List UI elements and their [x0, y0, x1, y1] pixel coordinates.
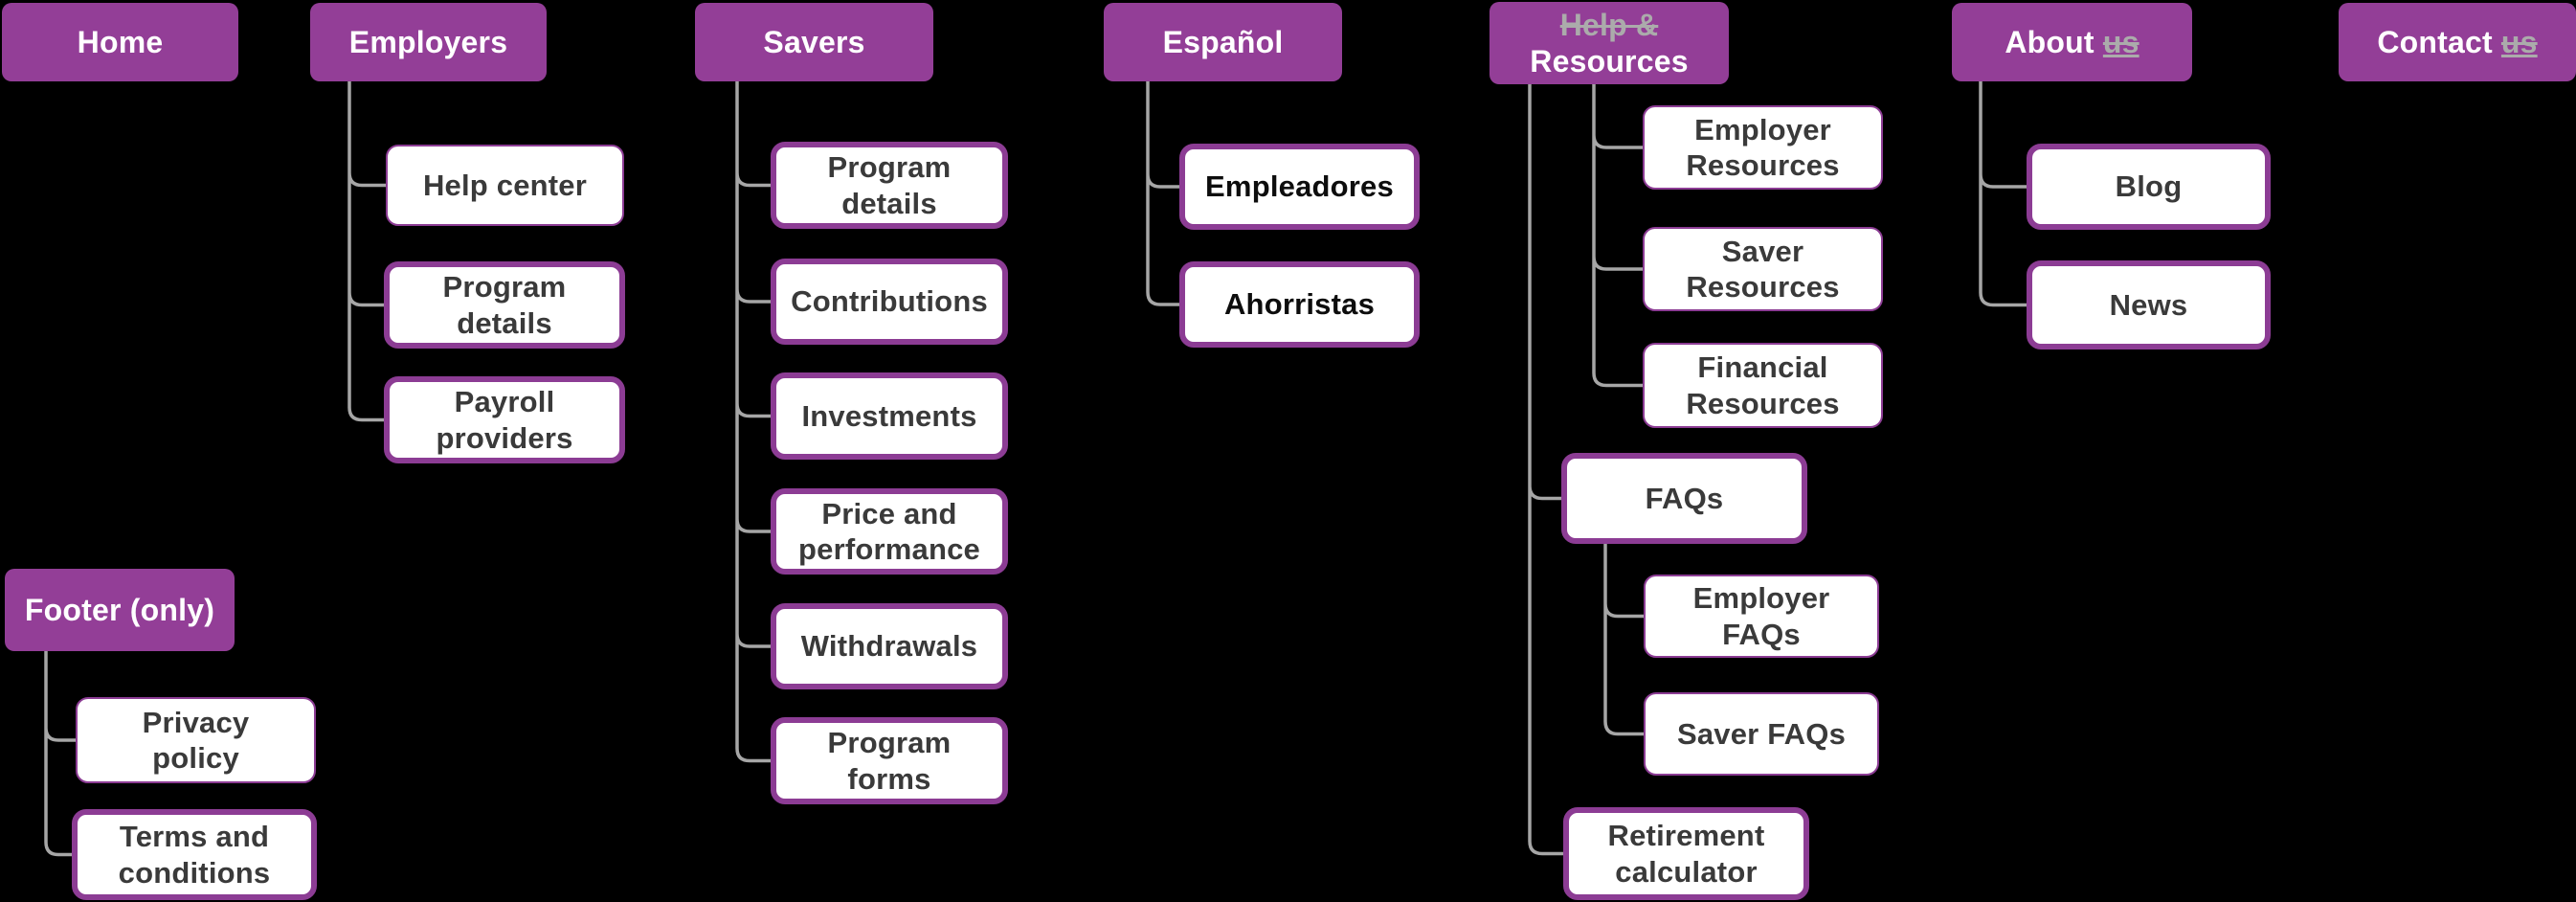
label-segment: Retirement calculator	[1607, 819, 1765, 889]
node-label-ahorristas: Ahorristas	[1224, 286, 1375, 322]
node-label-employers: Employers	[349, 24, 507, 60]
label-segment: Investments	[801, 398, 977, 433]
node-program-details-savers[interactable]: Program details	[771, 142, 1008, 229]
label-segment: Employer Resources	[1686, 112, 1840, 182]
node-label-employer-resources: Employer Resources	[1662, 112, 1864, 183]
label-segment: Contact	[2377, 24, 2501, 59]
label-segment-struck: us	[2500, 24, 2538, 59]
node-employers[interactable]: Employers	[310, 3, 547, 81]
label-segment: Program details	[442, 270, 567, 340]
label-segment: Empleadores	[1205, 169, 1394, 204]
node-label-employer-faqs: Employer FAQs	[1663, 580, 1860, 651]
node-label-contributions: Contributions	[791, 283, 988, 319]
node-withdrawals[interactable]: Withdrawals	[771, 603, 1008, 689]
node-employer-resources[interactable]: Employer Resources	[1643, 105, 1883, 190]
label-segment: Blog	[2115, 169, 2183, 204]
node-label-about: About us	[2005, 24, 2139, 60]
node-label-program-details-savers: Program details	[794, 149, 985, 220]
node-financial-resources[interactable]: Financial Resources	[1643, 343, 1883, 428]
node-label-price-performance: Price and performance	[794, 496, 985, 567]
node-label-contact: Contact us	[2377, 24, 2537, 60]
node-about[interactable]: About us	[1952, 3, 2192, 81]
node-footer[interactable]: Footer (only)	[5, 569, 235, 651]
node-label-savers: Savers	[763, 24, 864, 60]
label-segment: FAQs	[1645, 481, 1724, 515]
node-employer-faqs[interactable]: Employer FAQs	[1644, 575, 1879, 658]
node-label-financial-resources: Financial Resources	[1662, 350, 1864, 420]
label-segment: Terms and conditions	[118, 820, 271, 890]
label-segment: Privacy policy	[142, 705, 250, 775]
node-privacy-policy[interactable]: Privacy policy	[76, 697, 316, 783]
node-label-withdrawals: Withdrawals	[801, 628, 978, 664]
node-label-empleadores: Empleadores	[1205, 169, 1394, 204]
node-terms-conditions[interactable]: Terms and conditions	[72, 809, 317, 900]
label-segment: Employers	[348, 24, 508, 59]
node-empleadores[interactable]: Empleadores	[1179, 144, 1420, 230]
label-segment: Saver FAQs	[1676, 716, 1847, 751]
node-label-payroll-providers: Payroll providers	[407, 384, 602, 455]
label-segment: Help center	[422, 168, 588, 202]
label-segment: Español	[1162, 24, 1284, 59]
label-segment: Resources	[1530, 44, 1689, 79]
node-help-resources[interactable]: Help & Resources	[1490, 2, 1729, 84]
label-segment: Withdrawals	[800, 629, 978, 664]
node-home[interactable]: Home	[2, 3, 238, 81]
label-segment: Ahorristas	[1223, 287, 1376, 322]
node-label-privacy-policy: Privacy policy	[95, 705, 297, 776]
label-segment: Saver Resources	[1686, 234, 1840, 304]
node-label-saver-resources: Saver Resources	[1662, 234, 1864, 304]
label-segment-struck: Help &	[1559, 7, 1659, 42]
node-contributions[interactable]: Contributions	[771, 259, 1008, 345]
node-label-retirement-calculator: Retirement calculator	[1586, 818, 1786, 889]
label-segment: Footer (only)	[24, 592, 215, 627]
label-segment: Employer FAQs	[1692, 581, 1830, 651]
node-saver-faqs[interactable]: Saver FAQs	[1644, 692, 1879, 776]
label-segment: Savers	[763, 24, 865, 59]
label-segment: Payroll providers	[436, 385, 573, 455]
node-saver-resources[interactable]: Saver Resources	[1643, 227, 1883, 311]
node-label-home: Home	[78, 24, 164, 60]
node-investments[interactable]: Investments	[771, 372, 1008, 460]
node-label-espanol: Español	[1163, 24, 1284, 60]
label-segment: About	[2005, 24, 2103, 59]
node-label-saver-faqs: Saver FAQs	[1677, 716, 1846, 752]
node-program-forms[interactable]: Program forms	[771, 717, 1008, 804]
label-segment: Home	[77, 24, 164, 59]
label-segment: Program forms	[827, 726, 952, 796]
label-segment-struck: us	[2102, 24, 2139, 59]
node-savers[interactable]: Savers	[695, 3, 933, 81]
node-label-blog: Blog	[2116, 169, 2183, 204]
label-segment: News	[2109, 287, 2188, 322]
node-label-program-forms: Program forms	[794, 725, 985, 796]
node-retirement-calculator[interactable]: Retirement calculator	[1563, 807, 1809, 900]
label-segment: Price and performance	[798, 496, 980, 566]
node-ahorristas[interactable]: Ahorristas	[1179, 261, 1420, 348]
node-label-help-resources: Help & Resources	[1499, 7, 1719, 80]
node-program-details-employers[interactable]: Program details	[384, 261, 625, 349]
node-label-program-details-employers: Program details	[407, 269, 602, 340]
node-news[interactable]: News	[2027, 260, 2271, 350]
node-faqs[interactable]: FAQs	[1561, 453, 1807, 544]
node-label-footer: Footer (only)	[25, 592, 214, 628]
node-label-terms-conditions: Terms and conditions	[95, 819, 294, 890]
label-segment: Program details	[827, 150, 952, 220]
node-price-performance[interactable]: Price and performance	[771, 488, 1008, 575]
node-help-center[interactable]: Help center	[386, 145, 624, 226]
node-label-news: News	[2110, 287, 2188, 323]
node-espanol[interactable]: Español	[1104, 3, 1342, 81]
label-segment: Contributions	[791, 284, 988, 319]
node-label-investments: Investments	[801, 398, 976, 434]
node-contact[interactable]: Contact us	[2339, 3, 2576, 81]
node-blog[interactable]: Blog	[2027, 144, 2271, 230]
node-payroll-providers[interactable]: Payroll providers	[384, 376, 625, 463]
node-label-help-center: Help center	[423, 168, 587, 203]
label-segment: Financial Resources	[1686, 350, 1840, 420]
node-label-faqs: FAQs	[1646, 481, 1724, 516]
